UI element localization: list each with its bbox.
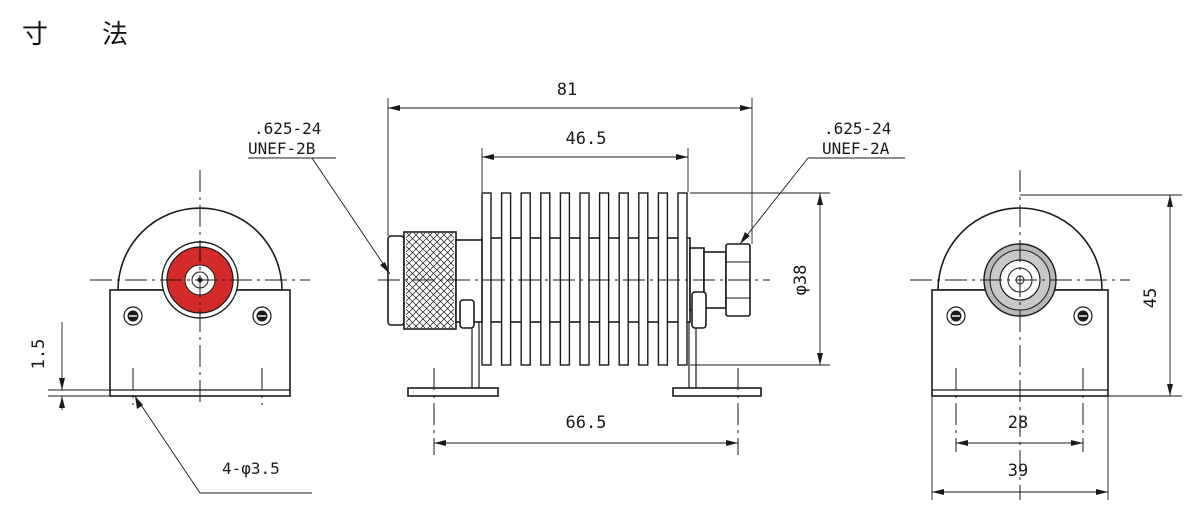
screw-icon [123, 306, 143, 326]
screw-icon [252, 306, 272, 326]
left-thread-spec-2: UNEF-2B [248, 139, 315, 158]
mount-pitch-label: 66.5 [566, 413, 607, 433]
heatsink-fin [540, 192, 551, 366]
diameter-label: φ38 [791, 265, 811, 296]
heatsink-fin [500, 192, 512, 366]
thickness-label: 1.5 [29, 339, 49, 370]
hole-pitch-label: 28 [1008, 413, 1028, 433]
length-label: 81 [557, 80, 577, 100]
heatsink-fin [618, 192, 629, 366]
right-end-view: 45 28 39 [910, 170, 1182, 500]
holes-label: 4-φ3.5 [222, 459, 280, 478]
heatsink-fin [657, 192, 669, 366]
screw-icon [946, 306, 966, 326]
height-label: 45 [1141, 288, 1161, 308]
fins-length-label: 46.5 [566, 129, 607, 149]
heatsink-fin [559, 192, 571, 366]
heatsink-fins [481, 192, 688, 366]
right-thread-spec-1: .625-24 [824, 119, 891, 138]
side-view: 81 46.5 66.5 φ38 .625-24 UNEF-2B .625-24… [248, 80, 905, 455]
screw-icon [1073, 306, 1093, 326]
knurl-pattern [405, 233, 455, 328]
heatsink-fin [638, 192, 649, 366]
page-title: 寸 法 [22, 20, 143, 50]
width-label: 39 [1008, 461, 1028, 481]
heatsink-fin [481, 192, 492, 366]
right-thread-spec-2: UNEF-2A [822, 139, 890, 158]
heatsink-fin [598, 192, 610, 366]
heatsink-fin [520, 192, 531, 366]
left-thread-spec-1: .625-24 [254, 119, 321, 138]
left-end-view: 1.5 4-φ3.5 [29, 170, 312, 494]
heatsink-fin [677, 192, 688, 366]
heatsink-fin [579, 192, 590, 366]
